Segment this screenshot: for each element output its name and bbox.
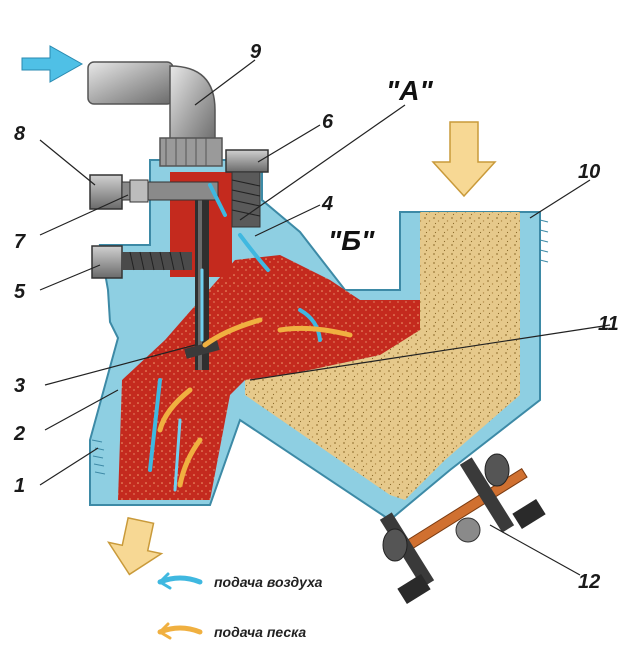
label-7: 7	[14, 231, 26, 253]
label-10: 10	[578, 161, 600, 183]
label-12: 12	[578, 571, 600, 593]
label-2: 2	[13, 423, 25, 445]
zone-a-label: "А"	[386, 75, 433, 106]
label-4: 4	[321, 193, 333, 215]
legend-air-text: подача воздуха	[214, 574, 323, 590]
zone-b-label: "Б"	[328, 225, 375, 256]
sand-fill	[245, 212, 520, 500]
sand-flow-arrows	[157, 317, 353, 488]
elbow-fitting	[87, 61, 223, 167]
label-9: 9	[250, 41, 262, 63]
label-1: 1	[14, 475, 25, 497]
legend: подача воздуха подача песка	[157, 572, 323, 640]
label-11: 11	[598, 313, 619, 335]
bolt-lower	[91, 245, 192, 279]
legend-sand-text: подача песка	[214, 624, 306, 640]
label-5: 5	[14, 281, 26, 303]
cleanout-plate	[379, 453, 546, 605]
legend-air-arrow-icon	[157, 575, 203, 585]
bolt-upper	[89, 174, 219, 210]
adjust-screw	[225, 149, 269, 228]
legend-sand-arrow-icon	[157, 625, 203, 635]
air-flow-arrows	[148, 183, 322, 492]
label-3: 3	[14, 375, 25, 397]
sand-inlet-arrow	[431, 121, 497, 198]
outlet-arrow	[106, 517, 164, 576]
mixing-chamber	[118, 255, 420, 500]
label-8: 8	[14, 123, 26, 145]
air-inlet-arrow	[21, 45, 84, 83]
label-6: 6	[322, 111, 334, 133]
leader-lines	[39, 59, 611, 576]
